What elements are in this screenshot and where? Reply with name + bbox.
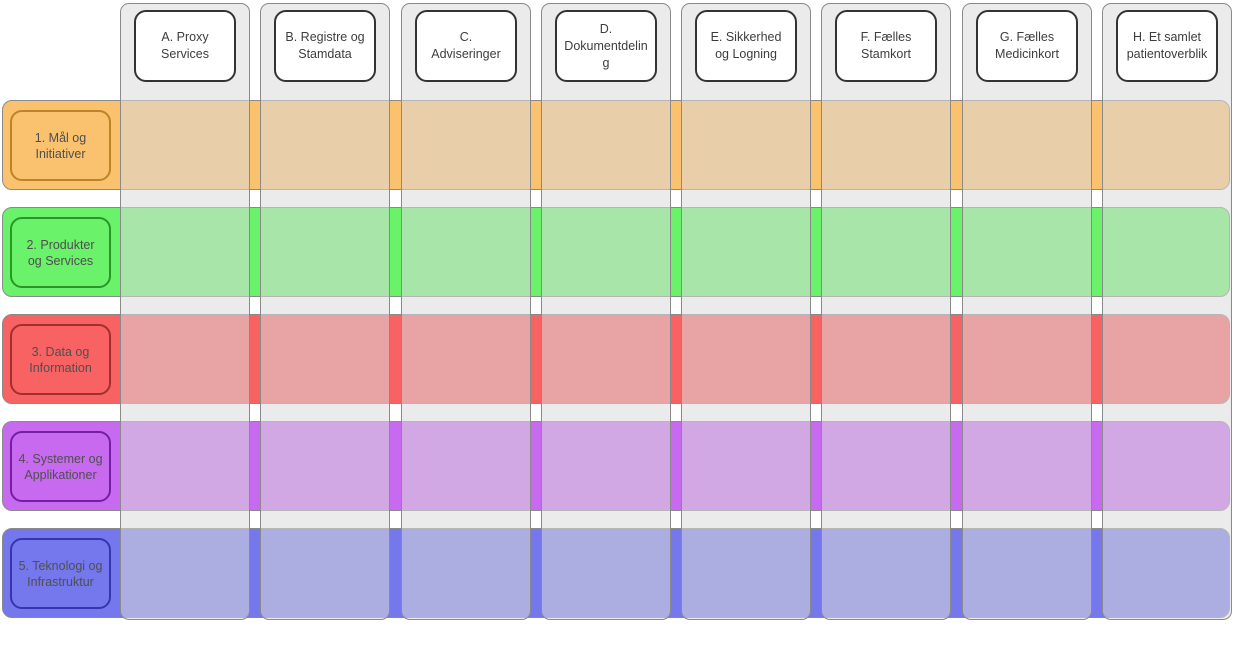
row-label-2[interactable]: 2. Produkter og Services [10,217,111,288]
column-header-D[interactable]: D. Dokumentdelin g [555,10,657,82]
column-header-G[interactable]: G. Fælles Medicinkort [976,10,1078,82]
column-lane-B[interactable]: B. Registre og Stamdata [260,3,390,620]
column-lane-C[interactable]: C. Adviseringer [401,3,531,620]
column-header-B[interactable]: B. Registre og Stamdata [274,10,376,82]
column-header-C[interactable]: C. Adviseringer [415,10,517,82]
column-lane-F[interactable]: F. Fælles Stamkort [821,3,951,620]
column-lane-H[interactable]: H. Et samlet patientoverblik [1102,3,1232,620]
column-lane-D[interactable]: D. Dokumentdelin g [541,3,671,620]
row-label-4[interactable]: 4. Systemer og Applikationer [10,431,111,502]
row-label-3[interactable]: 3. Data og Information [10,324,111,395]
column-lane-E[interactable]: E. Sikkerhed og Logning [681,3,811,620]
column-header-F[interactable]: F. Fælles Stamkort [835,10,937,82]
column-header-A[interactable]: A. Proxy Services [134,10,236,82]
column-lane-A[interactable]: A. Proxy Services [120,3,250,620]
row-label-5[interactable]: 5. Teknologi og Infrastruktur [10,538,111,609]
column-header-H[interactable]: H. Et samlet patientoverblik [1116,10,1218,82]
column-lane-G[interactable]: G. Fælles Medicinkort [962,3,1092,620]
column-header-E[interactable]: E. Sikkerhed og Logning [695,10,797,82]
row-label-1[interactable]: 1. Mål og Initiativer [10,110,111,181]
